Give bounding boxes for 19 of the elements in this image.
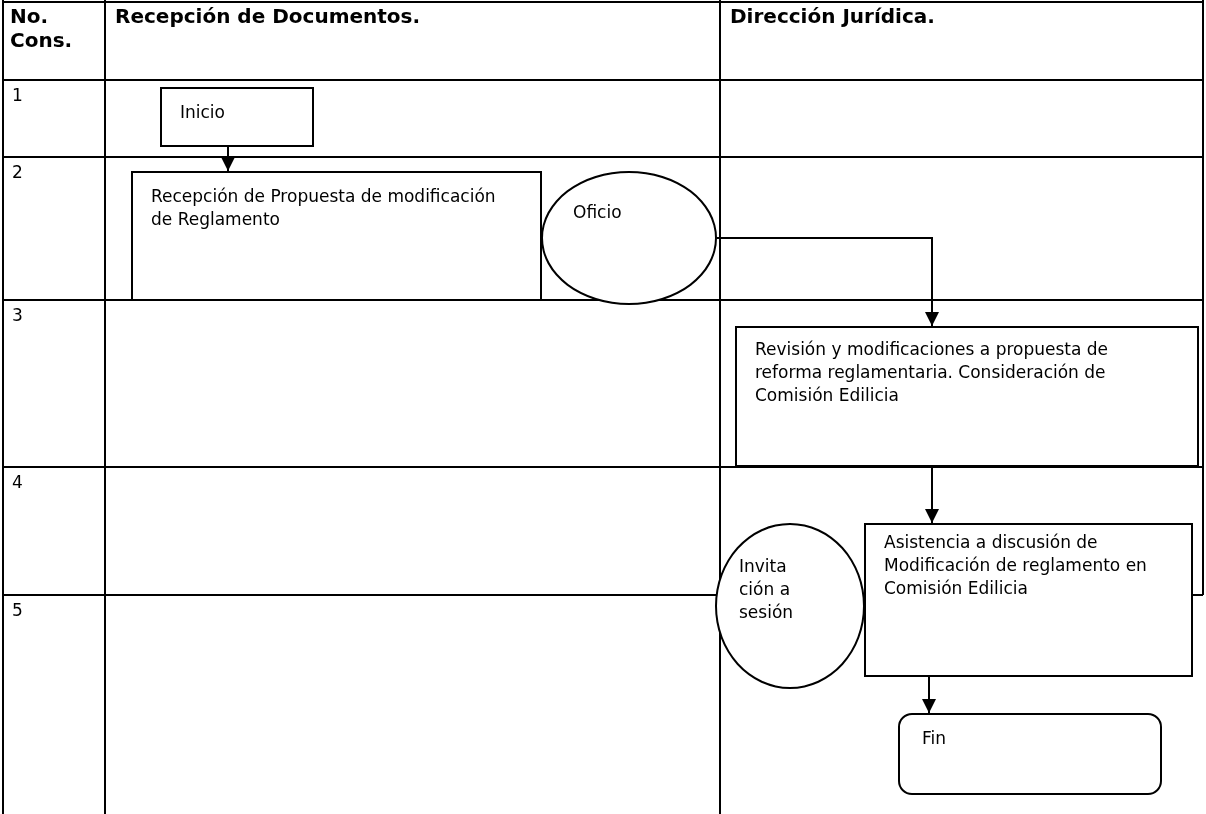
document-ellipse: Oficio xyxy=(541,171,717,305)
document-ellipse: Invita ción a sesión xyxy=(715,523,865,689)
row-number: 4 xyxy=(12,471,24,493)
row-number: 3 xyxy=(12,304,24,326)
terminal-box: Fin xyxy=(898,713,1162,795)
arrow xyxy=(221,146,235,172)
process-box: Recepción de Propuesta de modificación de Reglamento xyxy=(131,171,542,301)
column-header: No. Cons. xyxy=(10,4,74,52)
process-box: Inicio xyxy=(160,87,314,147)
row-number: 2 xyxy=(12,161,24,183)
arrow xyxy=(925,466,939,524)
process-box: Asistencia a discusión de Modificación de reglamento en Comisión Edilicia xyxy=(864,523,1193,677)
arrow xyxy=(716,237,939,327)
arrow xyxy=(922,676,936,714)
process-box: Revisión y modificaciones a propuesta de reforma reglamentaria. Consideración de Comisión Edilicia xyxy=(735,326,1199,467)
column-header: Dirección Jurídica. xyxy=(730,4,936,28)
column-header: Recepción de Documentos. xyxy=(115,4,422,28)
row-number: 1 xyxy=(12,84,24,106)
row-number: 5 xyxy=(12,599,24,621)
